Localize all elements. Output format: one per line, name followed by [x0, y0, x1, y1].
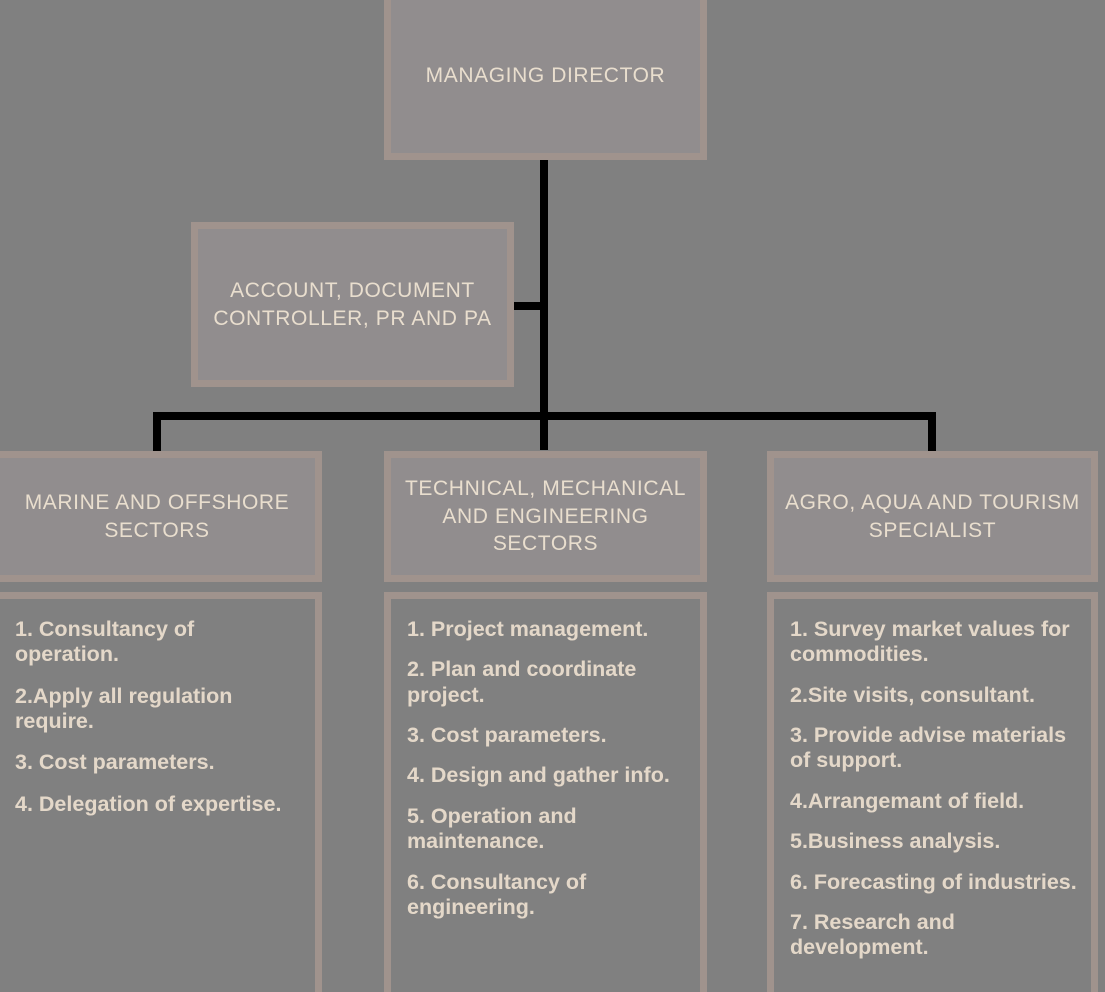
duty-item: 5. Operation and maintenance. [407, 803, 577, 854]
duty-item: 3. Cost parameters. [407, 723, 607, 748]
connector-stub-to-support [513, 302, 543, 310]
duty-item: 6. Consultancy of engineering. [407, 869, 587, 919]
node-account-document-controller-label: ACCOUNT, DOCUMENT CONTROLLER, PR AND PA [213, 278, 492, 330]
node-department-technical-mechanical[interactable]: TECHNICAL, MECHANICAL AND ENGINEERING SE… [384, 451, 707, 582]
duty-item: 3. Cost parameters. [15, 750, 215, 775]
duty-item: 1. Survey market values for commodities. [790, 617, 1070, 667]
duty-item: 4. Design and gather info. [407, 763, 670, 788]
duty-list-agro-aqua-tourism: 1. Survey market values for commodities.… [767, 592, 1098, 992]
duty-item: 1. Consultancy of operation. [15, 617, 195, 667]
duty-item: 4.Arrangemant of field. [790, 788, 1025, 813]
node-department-technical-mechanical-label: TECHNICAL, MECHANICAL AND ENGINEERING SE… [405, 476, 686, 556]
duty-item: 6. Forecasting of industries. [790, 869, 1077, 894]
duty-list-technical-mechanical: 1. Project management. 2. Plan and coordi… [384, 592, 707, 992]
duty-item: 2. Plan and coordinate project. [407, 657, 637, 707]
connector-distribution-bar [153, 412, 936, 420]
node-department-agro-aqua-tourism-label: AGRO, AQUA AND TOURISM SPECIALIST [785, 490, 1080, 542]
duty-item: 3. Provide advise materials of support. [790, 723, 1067, 773]
node-department-agro-aqua-tourism[interactable]: AGRO, AQUA AND TOURISM SPECIALIST [767, 451, 1098, 582]
node-managing-director-label: MANAGING DIRECTOR [425, 64, 666, 88]
connector-trunk-vertical [540, 160, 548, 450]
node-account-document-controller[interactable]: ACCOUNT, DOCUMENT CONTROLLER, PR AND PA [191, 222, 514, 387]
duty-item: 1. Project management. [407, 617, 649, 641]
duty-item: 2.Site visits, consultant. [790, 682, 1035, 707]
node-managing-director[interactable]: MANAGING DIRECTOR [384, 0, 707, 160]
duty-item: 7. Research and development. [790, 909, 955, 960]
duty-item: 5.Business analysis. [790, 829, 1001, 854]
duty-item: 4. Delegation of expertise. [15, 791, 282, 816]
duty-list-marine-offshore: 1. Consultancy of operation. 2.Apply all … [0, 592, 322, 992]
connector-drop-right [928, 412, 936, 452]
connector-drop-left [153, 412, 161, 452]
node-department-marine-offshore-label: MARINE AND OFFSHORE SECTORS [24, 490, 290, 542]
node-department-marine-offshore[interactable]: MARINE AND OFFSHORE SECTORS [0, 451, 322, 582]
duty-item: 2.Apply all regulation require. [15, 683, 233, 734]
